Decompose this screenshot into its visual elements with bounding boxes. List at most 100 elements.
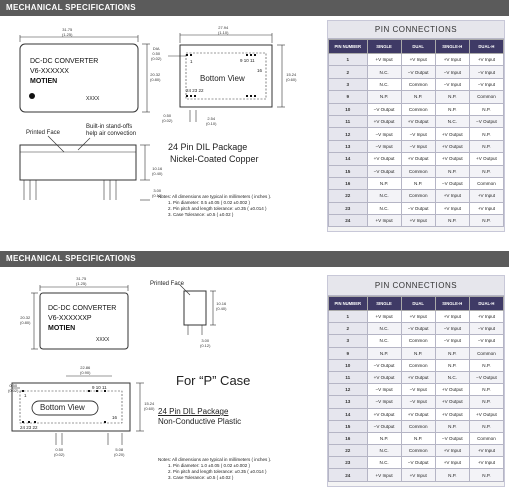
dim-bv-width: 27.94(1.10) [218,25,229,35]
pin-function-cell: Common [400,419,436,433]
pin-function-cell: +V Output [400,152,436,166]
pin-table-header-cell: DUAL-H [468,296,505,311]
pin-function-cell: N.P. [468,164,505,178]
bv-pin-number-left: 1 [24,393,27,398]
note-3: 3. Case Tolerance: ±0.5 ( ±0.02 ) [168,475,234,480]
dim-side-height: 10.16(0.40) [152,166,163,176]
pin-function-cell: −V Output [468,370,505,385]
note-1: 1. Pin diameter: 1.0 ±0.05 ( 0.02 ±0.002… [168,463,250,468]
pin-table-header-cell: SINGLE [366,296,402,311]
pin-function-cell: +V Output [468,152,505,166]
bv-pin-numbers-top: 9 10 11 [240,58,255,63]
pin-number-cell: 13 [328,395,368,409]
pin-function-cell: +V Input [468,189,505,203]
pin-function-cell: N.P. [434,419,470,433]
pin-table-header-cell: DUAL [400,39,436,54]
pin-function-cell: N.C. [366,456,402,470]
pin-function-cell: Common [400,444,436,458]
module-top-view-outline [39,292,129,350]
pin-number-cell: 2 [328,65,368,79]
pin-function-cell: N.P. [468,395,505,409]
pin-function-cell: −V Input [400,139,436,154]
module-top-view-outline [19,43,139,113]
pin-function-cell: −V Input [434,334,470,348]
pin-number-cell: 24 [328,468,368,482]
pin-function-cell: +V Input [400,309,436,324]
pin-number-cell: 22 [328,444,368,458]
pin-function-cell: −V Input [468,322,505,336]
module-side-view-outline [183,290,207,326]
pin-table-header-cell: PIN NUMBER [328,39,368,54]
pin-number-cell: 10 [328,102,368,116]
pin-function-cell: −V Output [400,201,436,216]
printed-face-label: Printed Face [150,281,185,287]
pin-number-cell: 22 [328,189,368,203]
pin-function-cell: +V Input [468,52,505,67]
dim-height: 20.32(0.80) [150,72,161,82]
section-header-bar: MECHANICAL SPECIFICATIONS [0,251,509,267]
pin-function-cell: −V Input [366,127,402,141]
pin-number-cell: 2 [328,322,368,336]
bv-pin-numbers-bottom: 24 23 22 [186,88,204,93]
pin-function-cell: −V Input [434,322,470,336]
pin-function-cell: +V Input [434,309,470,324]
bv-pin-numbers-bottom: 24 23 22 [20,425,38,430]
pin-table-title: PIN CONNECTIONS [328,276,504,296]
pin-number-cell: 12 [328,127,368,141]
pin-number-cell: 11 [328,114,368,129]
printed-face-label: Printed Face [26,130,61,136]
pin-table-header-cell: DUAL [400,296,436,311]
note-2: 2. Pin pitch and length tolerance: ±0.35… [168,469,267,474]
bv-pin-number-left: 1 [190,59,193,64]
pin-function-cell: Common [400,358,436,372]
pin-function-cell: N.P. [434,214,470,228]
pin-table-header-cell: DUAL-H [468,39,505,54]
pin-function-cell: N.P. [400,90,436,104]
pin-function-cell: −V Output [468,114,505,129]
pin-function-cell: Common [400,102,436,116]
pin-function-cell: N.P. [468,139,505,154]
pin-table-row: 1+V Input+V Input+V Input+V Input [328,309,505,324]
pin-function-cell: −V Input [400,395,436,409]
module-label-line2: V6-XXXXXXP [48,315,92,322]
package-material: Nickel-Coated Copper [170,154,259,164]
pin-function-cell: N.P. [434,102,470,116]
pin-function-cell: Common [468,90,505,104]
pin-function-cell: −V Input [366,395,402,409]
pin-function-cell: +V Input [434,189,470,203]
pin-function-cell: N.P. [468,468,505,482]
pin-function-cell: Common [400,77,436,92]
module-brand: MOTIEN [48,325,76,332]
pin-function-cell: +V Input [366,52,402,67]
mechanical-drawing-plastic [11,284,216,445]
pin-number-cell: 24 [328,214,368,228]
pin-function-cell: Common [400,334,436,348]
pin-number-cell: 15 [328,164,368,178]
pin-function-cell: +V Output [366,114,402,129]
pin-function-cell: +V Input [400,468,436,482]
pin-function-cell: +V Input [366,468,402,482]
module-code: XXXX [96,337,110,343]
pin-function-cell: +V Input [468,309,505,324]
pin-function-cell: N.C. [366,322,402,336]
mechanical-spec-section-plastic: MECHANICAL SPECIFICATIONS [0,251,509,493]
pin-table-header-cell: SINGLE-H [434,296,470,311]
pin-function-cell: N.P. [366,176,402,191]
pin-function-cell: N.C. [366,77,402,92]
pin-function-cell: +V Input [434,444,470,458]
notes-block: Notes: All dimensions are typical in mil… [158,194,271,218]
pin-function-cell: +V Input [434,52,470,67]
pin-table-header-cell: SINGLE [366,39,402,54]
